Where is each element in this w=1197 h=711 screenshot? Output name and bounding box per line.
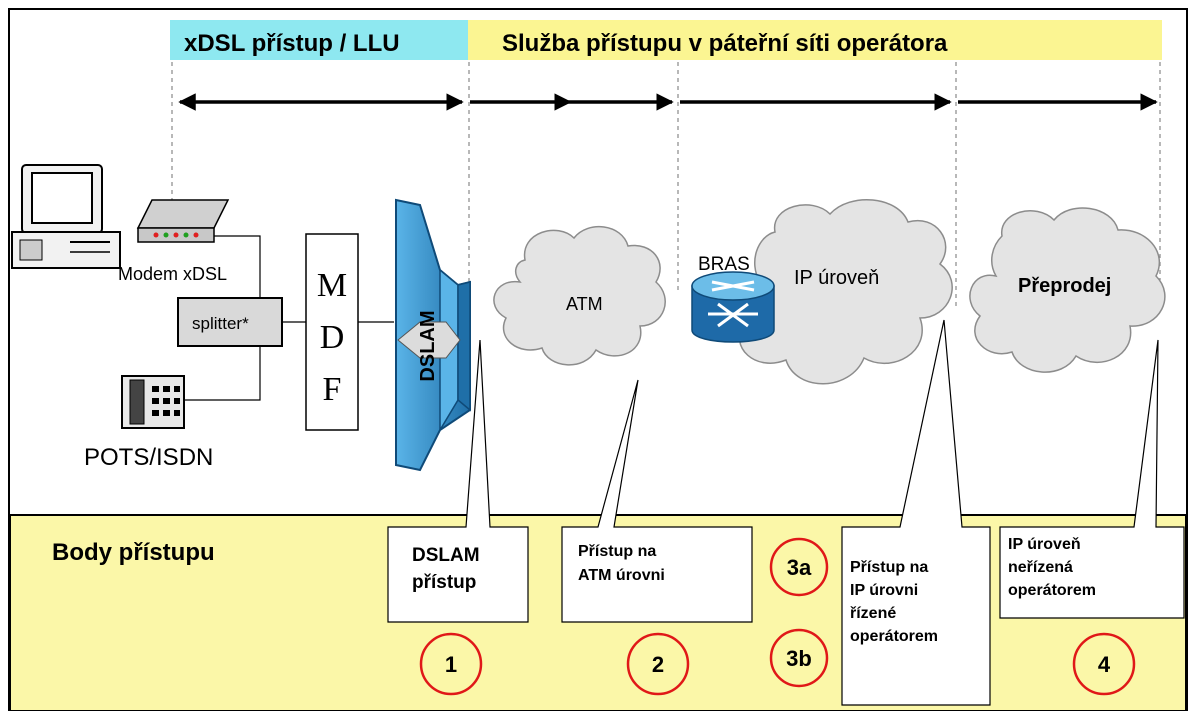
splitter-label: splitter*: [192, 314, 249, 333]
mdf-letter-d: D: [320, 319, 345, 356]
marker-3b: 3b: [786, 646, 812, 671]
marker-4-circle: [1072, 632, 1136, 696]
callout-ip: [841, 319, 991, 706]
mdf-letter-f: F: [323, 371, 342, 408]
diagram-frame: [8, 8, 1188, 711]
dslam-label: DSLAM: [417, 310, 439, 381]
dslam-icon: [395, 198, 471, 472]
computer-icon: [11, 164, 121, 269]
pots-label: POTS/ISDN: [84, 444, 213, 471]
callout-atm-line1: Přístup na: [578, 543, 656, 560]
router-icon: [691, 271, 775, 343]
xdsl-band: [170, 20, 468, 60]
marker-1: 1: [445, 652, 457, 677]
modem-icon: [136, 199, 230, 243]
splitter-box: [177, 297, 283, 347]
callout-dslam: [387, 339, 529, 623]
marker-3a-circle: [769, 537, 829, 597]
callout-dslam-line2: přístup: [412, 572, 476, 593]
callout-ip-line2: IP úrovni: [850, 582, 918, 599]
callout-unmanaged-line3: operátorem: [1008, 582, 1096, 599]
phone-icon: [121, 375, 185, 429]
resale-cloud: [969, 207, 1166, 373]
connection-lines: [180, 235, 394, 401]
marker-3a: 3a: [787, 555, 812, 580]
bras-label: BRAS: [698, 254, 750, 275]
mdf-box: [305, 233, 359, 431]
atm-cloud: [493, 225, 666, 366]
resale-cloud-label: Přeprodej: [1018, 275, 1111, 297]
marker-1-circle: [419, 632, 483, 696]
mdf-letter-m: M: [317, 267, 347, 304]
callout-unmanaged-line2: neřízená: [1008, 559, 1073, 576]
callout-unmanaged: [999, 339, 1185, 619]
modem-label: Modem xDSL: [118, 264, 227, 284]
callout-dslam-line1: DSLAM: [412, 545, 480, 566]
access-points-title: Body přístupu: [52, 539, 215, 566]
ip-cloud-label: IP úroveň: [794, 267, 879, 289]
atm-cloud-label: ATM: [566, 294, 603, 314]
callout-atm-line2: ATM úrovni: [578, 567, 665, 584]
marker-2-circle: [626, 632, 690, 696]
operator-band-label: Služba přístupu v páteřní síti operátora: [502, 30, 948, 57]
callout-ip-line4: operátorem: [850, 628, 938, 645]
marker-circles: [419, 537, 1136, 696]
marker-2: 2: [652, 652, 664, 677]
callout-atm: [561, 379, 753, 623]
callout-ip-line1: Přístup na: [850, 559, 928, 576]
callout-ip-line3: řízené: [850, 605, 896, 622]
marker-4: 4: [1098, 652, 1111, 677]
xdsl-band-label: xDSL přístup / LLU: [184, 30, 400, 57]
callout-unmanaged-line1: IP úroveň: [1008, 536, 1081, 553]
operator-band: [468, 20, 1162, 60]
marker-3b-circle: [769, 628, 829, 688]
